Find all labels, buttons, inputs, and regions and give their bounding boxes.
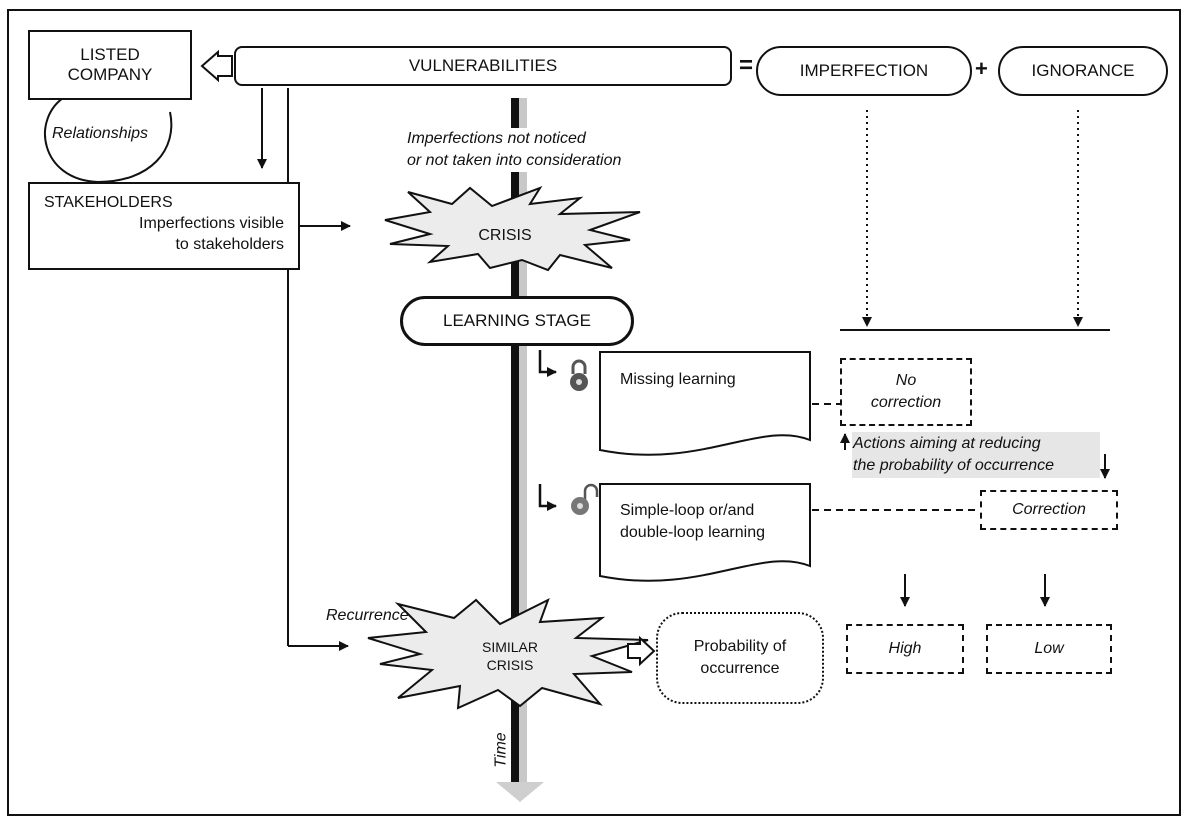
probability-line2: occurrence — [700, 660, 780, 677]
relationships-label: Relationships — [50, 124, 151, 144]
company-line2: COMPANY — [67, 65, 153, 84]
relationships-loop — [43, 95, 173, 184]
missing-learning-document — [599, 351, 811, 456]
open-lock-icon — [571, 483, 599, 515]
imperfection-label: IMPERFECTION — [799, 61, 929, 80]
timeline-axis — [511, 98, 519, 788]
closed-lock-icon — [570, 359, 588, 391]
low-label: Low — [1034, 640, 1064, 657]
vulnerabilities-label: VULNERABILITIES — [408, 56, 558, 75]
no-correction-line2: correction — [870, 394, 942, 411]
actions-text: Actions aiming at reducing the probabili… — [853, 433, 1054, 477]
recurrence-label: Recurrence — [326, 607, 409, 624]
actions-line1: Actions aiming at reducing — [853, 435, 1041, 452]
high-label: High — [888, 640, 922, 657]
probability-line1: Probability of — [693, 638, 787, 655]
hollow-arrow-to-company — [200, 49, 233, 83]
not-noticed-line2: or not taken into consideration — [407, 152, 622, 169]
actions-highlight — [852, 432, 1100, 478]
actions-line2: the probability of occurrence — [853, 457, 1054, 474]
outer-frame — [7, 9, 1181, 816]
stakeholders-title: STAKEHOLDERS — [44, 194, 173, 211]
equals-sign: = — [739, 52, 754, 79]
imperfection-box: IMPERFECTION — [756, 46, 972, 96]
stakeholders-line2: to stakeholders — [175, 236, 284, 253]
correction-label: Correction — [1012, 501, 1086, 518]
timeline-arrowhead — [496, 782, 544, 802]
plus-sign: + — [975, 56, 988, 81]
bent-arrow-missing — [538, 350, 557, 377]
low-box: Low — [986, 624, 1112, 674]
bent-arrow-loop — [538, 484, 557, 511]
not-noticed-line1: Imperfections not noticed — [407, 130, 586, 147]
company-line1: LISTED — [80, 45, 140, 64]
similar-crisis-label: SIMILAR CRISIS — [462, 638, 558, 674]
hollow-arrow-to-probability — [627, 635, 656, 667]
time-label: Time — [492, 732, 510, 768]
probability-box: Probability of occurrence — [656, 612, 824, 704]
learning-stage-label: LEARNING STAGE — [443, 311, 591, 330]
loop-learning-line1: Simple-loop or/and — [620, 502, 755, 519]
missing-learning-label: Missing learning — [620, 371, 736, 388]
ignorance-box: IGNORANCE — [998, 46, 1168, 96]
stakeholders-box: STAKEHOLDERS Imperfections visible to st… — [28, 182, 300, 270]
stakeholders-line1: Imperfections visible — [139, 215, 284, 232]
listed-company-box: LISTED COMPANY — [28, 30, 192, 100]
loop-learning-line2: double-loop learning — [620, 524, 765, 541]
similar-crisis-line2: CRISIS — [486, 657, 534, 673]
learning-stage-box: LEARNING STAGE — [400, 296, 634, 346]
ignorance-label: IGNORANCE — [1031, 61, 1135, 80]
timeline-shadow — [518, 98, 527, 788]
high-box: High — [846, 624, 964, 674]
loop-learning-document — [599, 483, 811, 582]
correction-box: Correction — [980, 490, 1118, 530]
crisis-label: CRISIS — [478, 227, 532, 244]
crisis-burst — [384, 186, 641, 272]
loop-learning-text: Simple-loop or/and double-loop learning — [620, 500, 765, 544]
no-correction-line1: No — [895, 372, 917, 389]
not-noticed-text: Imperfections not noticed or not taken i… — [407, 128, 622, 172]
vulnerabilities-box: VULNERABILITIES — [234, 46, 732, 86]
no-correction-box: No correction — [840, 358, 972, 426]
similar-crisis-burst — [367, 597, 649, 710]
similar-crisis-line1: SIMILAR — [481, 639, 538, 655]
